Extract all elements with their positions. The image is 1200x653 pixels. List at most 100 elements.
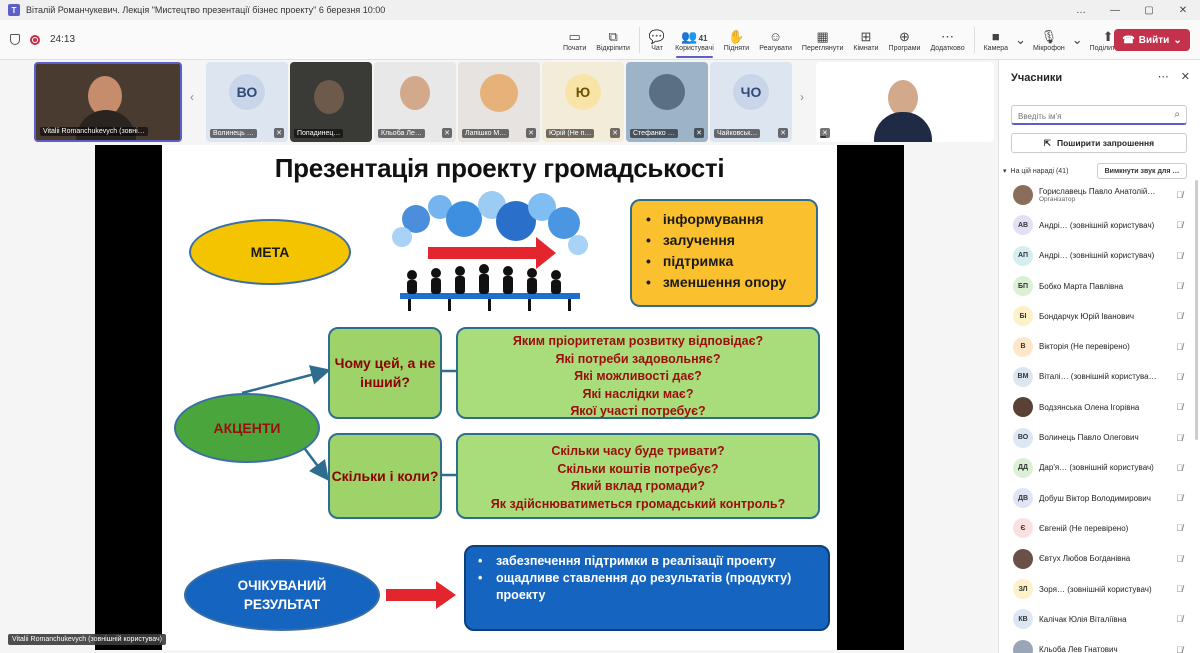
share-invite-button[interactable]: ⇱ Поширити запрошення	[1011, 133, 1187, 153]
participant-row[interactable]: В Вікторія (Не перевірено) 🎙̸	[999, 331, 1200, 361]
camera-button[interactable]: ■Камера	[983, 28, 1009, 52]
close-icon[interactable]: ✕	[1178, 4, 1188, 16]
more-button[interactable]: ⋯Додатково	[930, 28, 965, 52]
mic-off-icon: 🎙̸	[1176, 250, 1183, 261]
mic-button[interactable]: 🎙Мікрофон	[1032, 28, 1065, 52]
raise-hand-button[interactable]: ✋Підняти	[723, 28, 750, 52]
participant-name: Калічак Юлія Віталіївна	[1039, 614, 1127, 624]
maximize-icon[interactable]: ▢	[1144, 4, 1154, 16]
close-icon[interactable]: ✕	[1180, 71, 1190, 83]
in-meeting-section[interactable]: ▾ На цій нараді (41) Вимкнути звук для …	[1003, 163, 1193, 179]
mute-all-button[interactable]: Вимкнути звук для …	[1097, 163, 1187, 179]
toolbar-divider	[638, 27, 640, 53]
shield-icon	[10, 34, 20, 45]
rooms-icon: ⊞	[860, 28, 872, 44]
chevron-down-icon: ⌄	[1015, 32, 1026, 47]
strip-next-icon[interactable]: ›	[800, 90, 804, 104]
accents-oval: АКЦЕНТИ	[174, 393, 320, 463]
avatar: ЗЛ	[1013, 579, 1033, 599]
strip-prev-icon[interactable]: ‹	[190, 90, 194, 104]
avatar	[1013, 639, 1033, 653]
video-tile[interactable]: ВО Волинець … ✕	[206, 62, 288, 142]
chat-button[interactable]: 💬Чат	[648, 28, 666, 52]
video-tile[interactable]: ЧО Чайковськ… ✕	[710, 62, 792, 142]
video-tile[interactable]: Ю Юрій (Не п… ✕	[542, 62, 624, 142]
mic-off-icon: ✕	[442, 128, 452, 138]
participant-name: Гориславець Павло Анатолій…	[1039, 187, 1156, 197]
mic-options[interactable]: ⌄	[1070, 20, 1085, 60]
presentation-slide: Презентація проекту громадськості	[162, 145, 837, 650]
more-icon[interactable]: …	[1076, 4, 1086, 16]
participant-name-block: Водзянська Олена Ігорівна	[1039, 403, 1171, 412]
mic-off-icon: 🎙̸	[1176, 462, 1183, 473]
video-tile-speaker[interactable]: ✕	[816, 62, 994, 142]
mic-off-icon: 🎙̸	[1176, 311, 1183, 322]
video-tile-main[interactable]: Vitalii Romanchukevych (зовні…	[34, 62, 182, 142]
avatar: КВ	[1013, 609, 1033, 630]
question-item: Які потреби задовольняє?	[555, 351, 721, 366]
more-icon[interactable]: ⋯	[1157, 71, 1169, 83]
why-questions: Яким пріоритетам розвитку відповідає? Як…	[458, 333, 818, 421]
share-icon: ⬆	[1102, 28, 1114, 44]
mic-off-icon: ✕	[526, 128, 536, 138]
minimize-icon[interactable]: —	[1110, 4, 1120, 16]
participant-row[interactable]: Кльоба Лев Гнатович🎙̸	[999, 634, 1200, 653]
mic-off-icon: ✕	[694, 128, 704, 138]
unpin-button[interactable]: ⧉Відкріпити	[596, 28, 630, 52]
start-button[interactable]: ▭Почати	[563, 28, 587, 52]
mic-off-icon: 🎙	[1040, 28, 1058, 44]
participant-role: Організатор	[1039, 196, 1076, 204]
grid-icon: ▦	[816, 28, 829, 44]
panel-scrollbar[interactable]	[1195, 180, 1198, 440]
mic-off-icon: 🎙̸	[1176, 341, 1183, 352]
camera-options[interactable]: ⌄	[1013, 20, 1028, 60]
participant-name: Водзянська Олена Ігорівна	[1039, 402, 1140, 412]
avatar: ВМ	[1013, 366, 1033, 387]
rooms-button[interactable]: ⊞Кімнати	[853, 28, 879, 52]
when-questions: Скільки часу буде тривати? Скільки кошті…	[458, 443, 818, 513]
search-input[interactable]	[1018, 108, 1168, 125]
participant-name: Кльоба Лев Гнатович	[1039, 645, 1118, 653]
tile-name: Попадинец…	[294, 129, 344, 138]
tile-name: Vitalii Romanchukevych (зовні…	[40, 127, 148, 136]
participant-name: Євтух Любов Богданівна	[1039, 554, 1131, 564]
when-box: Скільки і коли?	[328, 433, 442, 519]
shared-screen: Презентація проекту громадськості	[0, 142, 998, 653]
participant-name: Бобко Марта Павлівна	[1039, 281, 1124, 291]
apps-button[interactable]: ⊕Програми	[888, 28, 921, 52]
tile-name: Волинець …	[210, 129, 257, 138]
video-tile[interactable]: Лапішко М… ✕	[458, 62, 540, 142]
avatar	[1013, 397, 1033, 418]
share-button[interactable]: ⬆Поділитися	[1089, 28, 1127, 52]
participant-name-block: Вікторія (Не перевірено)	[1039, 342, 1171, 351]
share-icon: ⇱	[1043, 137, 1051, 148]
why-box: Чому цей, а не інший?	[328, 327, 442, 419]
participant-row[interactable]: Водзянська Олена Ігорівна🎙̸	[999, 392, 1200, 422]
avatar: В	[1013, 336, 1033, 357]
meeting-timer: 24:13	[50, 34, 76, 45]
goal-item: інформування	[646, 209, 786, 230]
participant-row[interactable]: Гориславець Павло Анатолій…Організатор🎙̸	[999, 180, 1200, 210]
participant-row[interactable]: Євтух Любов Богданівна🎙̸	[999, 544, 1200, 574]
video-tile[interactable]: Стефанко … ✕	[626, 62, 708, 142]
avatar: Є	[1013, 518, 1033, 539]
react-button[interactable]: ☺Реагувати	[759, 28, 792, 52]
video-tile[interactable]: Попадинец…	[290, 62, 372, 142]
participant-search[interactable]: ⌕	[1011, 105, 1187, 125]
view-button[interactable]: ▦Переглянути	[801, 28, 844, 52]
video-tile[interactable]: Кльоба Ле… ✕	[374, 62, 456, 142]
results-box: забезпечення підтримки в реалізації прое…	[464, 545, 830, 631]
leave-button[interactable]: ☎ Вийти ⌄	[1114, 29, 1190, 51]
